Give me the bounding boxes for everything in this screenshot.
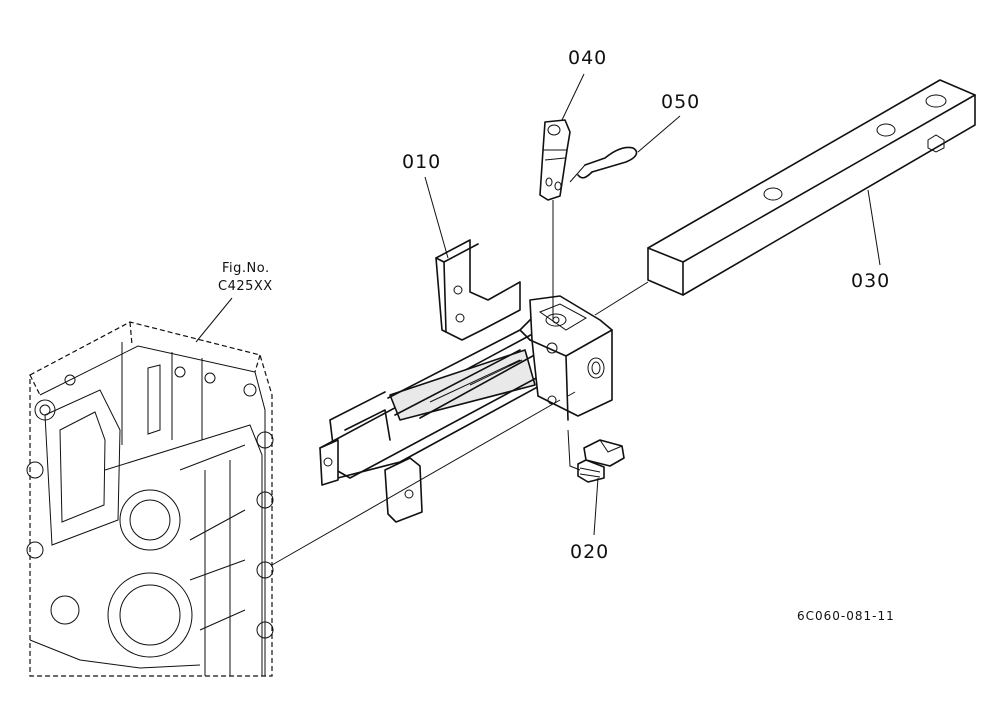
part-020-leader [593, 477, 599, 536]
part-010-bracket [319, 239, 613, 523]
part-030-leader [867, 189, 881, 266]
fig-reference-leader [195, 297, 233, 343]
part-040-pin [539, 119, 571, 201]
fig-number-label: Fig.No. [222, 261, 270, 276]
part-040-label: 040 [568, 47, 608, 69]
part-030-label: 030 [851, 270, 891, 292]
part-040-leader [561, 73, 585, 121]
part-020-bolt [567, 429, 625, 483]
part-010-leader [424, 176, 449, 259]
part-010-label: 010 [402, 151, 442, 173]
part-050-label: 050 [661, 91, 701, 113]
transmission-case-reference [26, 321, 274, 677]
part-020-label: 020 [570, 541, 610, 563]
part-050-clip [569, 146, 638, 183]
drawbar-assembly-line [594, 281, 649, 316]
fig-number-code: C425XX [218, 279, 273, 294]
part-030-drawbar [647, 79, 976, 296]
part-050-leader [637, 115, 681, 153]
bracket-assembly-line [271, 399, 561, 566]
drawing-code: 6C060-081-11 [797, 609, 895, 623]
